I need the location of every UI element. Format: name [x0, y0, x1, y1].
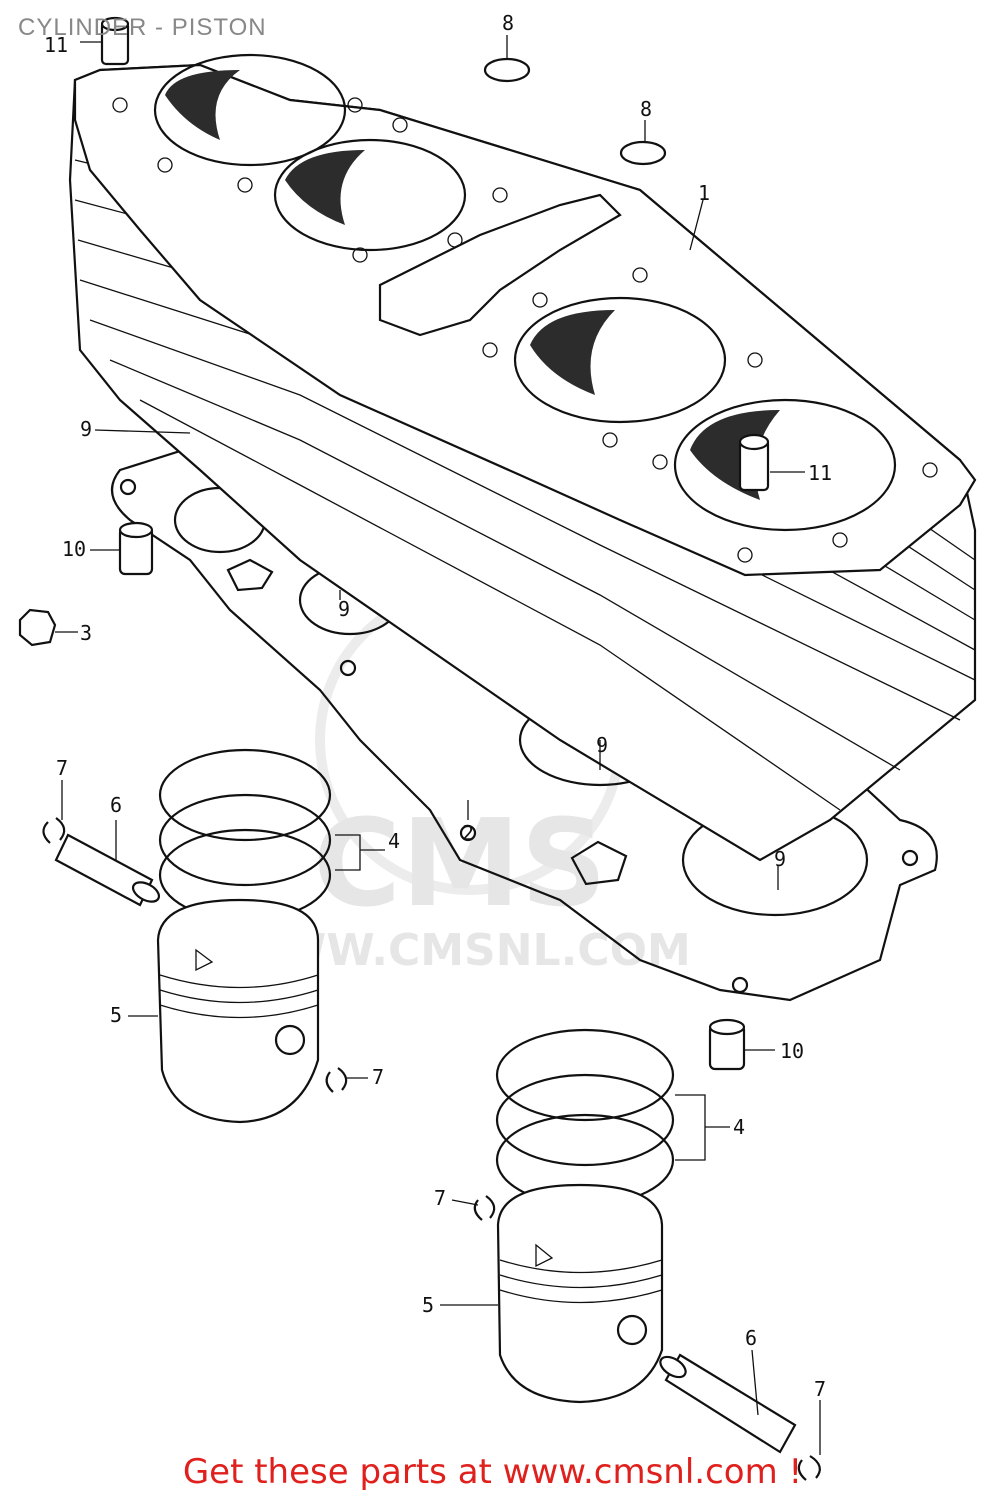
callout-4-upper: 4 [388, 829, 400, 853]
cap-nut [18, 608, 57, 647]
o-ring-top [483, 57, 531, 83]
callout-2: 2 [462, 821, 474, 845]
callout-6-lower: 6 [745, 1326, 757, 1350]
footer-parts-link[interactable]: Get these parts at www.cmsnl.com ! [182, 1452, 803, 1492]
callout-7-upper-right: 7 [372, 1065, 384, 1089]
callout-7-lower-right: 7 [814, 1377, 826, 1401]
callout-10-right: 10 [780, 1039, 804, 1063]
dowel-pin-bore [738, 433, 770, 492]
callout-5-lower: 5 [422, 1293, 434, 1317]
callout-3: 3 [80, 621, 92, 645]
callout-8-top: 8 [502, 11, 514, 35]
callout-6-upper: 6 [110, 793, 122, 817]
callout-4-lower: 4 [733, 1115, 745, 1139]
cylinder-block [68, 53, 977, 862]
callout-7-upper-left: 7 [56, 756, 68, 780]
callout-9-third: 9 [596, 733, 608, 757]
callout-9-second: 9 [338, 597, 350, 621]
watermark-brand: CMS [313, 795, 607, 934]
callout-11-top: 11 [44, 33, 68, 57]
collar-right [708, 1018, 746, 1071]
piston-rings-lower [495, 1028, 675, 1207]
o-ring-right [619, 140, 667, 166]
callout-10-left: 10 [62, 537, 86, 561]
callout-7-lower-left: 7 [434, 1186, 446, 1210]
collar-left [118, 521, 154, 576]
callout-1: 1 [698, 181, 710, 205]
piston-pin-upper [54, 833, 161, 907]
leader-lines [55, 35, 821, 1455]
callout-9-left: 9 [80, 417, 92, 441]
callout-5-upper: 5 [110, 1003, 122, 1027]
callout-8-right: 8 [640, 97, 652, 121]
circlip-lower-right [797, 1455, 821, 1481]
circlip-lower-left [473, 1195, 496, 1221]
callout-11-bore: 11 [808, 461, 832, 485]
piston-rings-upper [158, 748, 332, 922]
piston-lower [496, 1183, 664, 1404]
callout-9-fourth: 9 [774, 847, 786, 871]
circlip-upper-right [325, 1067, 348, 1093]
page-title: CYLINDER - PISTON [18, 14, 267, 41]
callouts: 8 8 1 11 11 9 10 3 9 9 9 2 7 6 4 5 7 10 … [44, 11, 832, 1401]
piston-upper [156, 898, 320, 1124]
circlip-upper-left [42, 817, 66, 844]
piston-pin-lower [659, 1353, 797, 1454]
dowel-pin-top [100, 16, 130, 66]
